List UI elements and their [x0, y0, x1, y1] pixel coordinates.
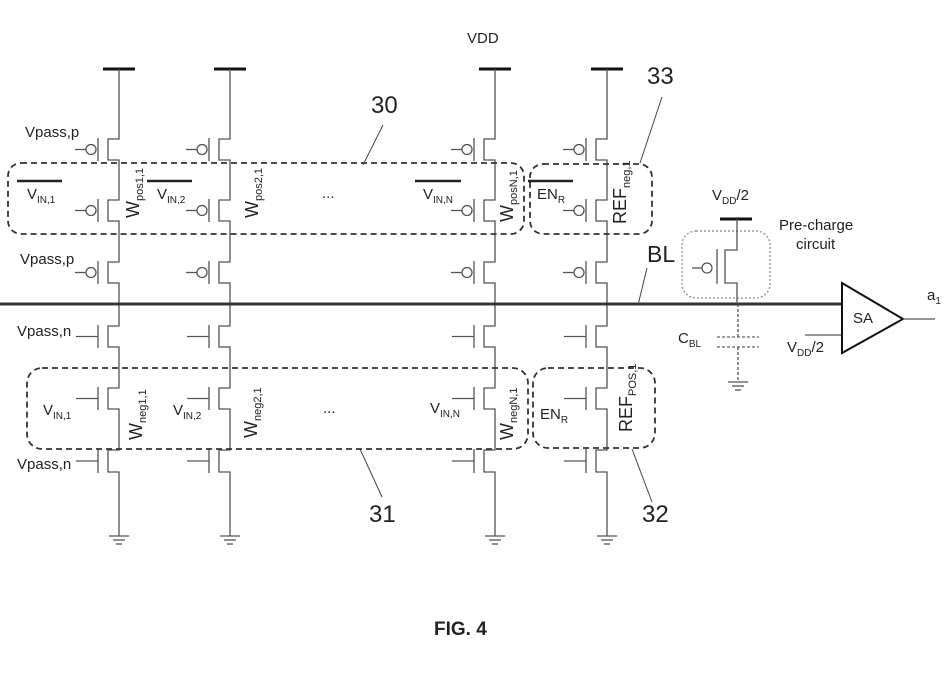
sense-amplifier-icon — [841, 281, 906, 355]
leader-line-30 — [362, 124, 384, 166]
label-main: a — [927, 287, 936, 304]
label-sub: R — [558, 195, 565, 206]
leader-line-33 — [639, 96, 663, 164]
vpass-p-label-mid: Vpass,p — [20, 251, 74, 268]
label-sub: POS,1 — [627, 364, 639, 396]
label-main: EN — [537, 186, 558, 203]
label-sub: R — [561, 415, 568, 426]
bit-line-capacitance-label: CBL — [678, 330, 702, 350]
positive-weight-array-box — [7, 162, 525, 235]
sense-amp-reference-label: VDD/2 — [787, 339, 824, 359]
label-sub: IN,N — [440, 409, 460, 420]
neg-weight-label-2: Wneg2,1 — [241, 387, 264, 438]
label-main: W — [497, 423, 517, 440]
label-main: V — [423, 186, 433, 203]
pos-weight-label-n: WposN,1 — [497, 170, 520, 222]
sense-amp-output-label: a1 — [927, 287, 941, 307]
leader-line-bl — [637, 267, 648, 306]
neg-weight-label-n: WnegN,1 — [497, 388, 520, 440]
label-suffix: /2 — [736, 187, 749, 204]
precharge-transistor-channel — [724, 219, 738, 304]
pos-input-label-n: VIN,N — [423, 186, 453, 206]
pos-weight-label-1: Wpos1,1 — [123, 168, 146, 218]
label-sub: negN,1 — [508, 388, 520, 423]
label-main: REF — [616, 396, 636, 432]
precharge-circuit-box — [681, 230, 771, 299]
label-main: V — [27, 186, 37, 203]
ref-numeral-32: 32 — [642, 501, 669, 528]
label-main: W — [241, 421, 261, 438]
neg-ref-weight-label: REFneg,1 — [610, 160, 633, 224]
label-main: V — [157, 186, 167, 203]
precharge-label-line2: circuit — [796, 236, 836, 253]
label-main: V — [712, 187, 722, 204]
leader-line-32 — [631, 448, 653, 503]
label-sub: BL — [689, 339, 702, 350]
label-main: REF — [610, 188, 630, 224]
label-sub: 1 — [935, 296, 941, 307]
label-main: V — [43, 402, 53, 419]
neg-input-label-n: VIN,N — [430, 400, 460, 420]
label-sub: neg2,1 — [252, 387, 264, 421]
label-main: C — [678, 330, 689, 347]
label-main: V — [787, 339, 797, 356]
neg-input-label-2: VIN,2 — [173, 402, 202, 422]
bit-line-label: BL — [647, 241, 675, 267]
sense-amp-label: SA — [853, 310, 873, 327]
precharge-label-line1: Pre-charge — [779, 217, 853, 234]
capacitor-ground-icon — [728, 381, 748, 391]
neg-array-ellipsis: ... — [323, 400, 336, 417]
label-main: W — [123, 201, 143, 218]
leader-line-31 — [359, 448, 383, 498]
figure-caption: FIG. 4 — [434, 619, 487, 640]
pos-ref-weight-label: REFPOS,1 — [616, 364, 639, 432]
label-main: W — [126, 423, 146, 440]
label-sub: pos2,1 — [253, 168, 265, 201]
neg-input-label-1: VIN,1 — [43, 402, 72, 422]
label-sub: neg1,1 — [137, 389, 149, 423]
neg-ref-enable-label: ENR — [540, 406, 568, 426]
vpass-n-label-mid: Vpass,n — [17, 323, 71, 340]
pos-ref-enable-label: ENR — [537, 186, 565, 206]
precharge-supply-label: VDD/2 — [712, 187, 749, 207]
negative-weight-array-box — [26, 367, 529, 450]
label-main: W — [242, 201, 262, 218]
pos-input-label-2: VIN,2 — [157, 186, 186, 206]
label-sub: IN,N — [433, 195, 453, 206]
ref-numeral-33: 33 — [647, 63, 674, 90]
ref-numeral-31: 31 — [369, 501, 396, 528]
label-sub: IN,1 — [53, 411, 72, 422]
label-sub: pos1,1 — [134, 168, 146, 201]
column-ref — [563, 67, 623, 545]
vpass-n-label-bottom: Vpass,n — [17, 456, 71, 473]
label-sub: IN,2 — [167, 195, 186, 206]
pos-weight-label-2: Wpos2,1 — [242, 168, 265, 218]
ground-icon — [220, 535, 240, 545]
label-main: V — [430, 400, 440, 417]
label-sub: neg,1 — [621, 160, 633, 188]
label-suffix: /2 — [811, 339, 824, 356]
label-main: W — [497, 205, 517, 222]
ref-numeral-30: 30 — [371, 92, 398, 119]
vpass-p-label-top: Vpass,p — [25, 124, 79, 141]
pos-array-ellipsis: ... — [322, 185, 335, 202]
ground-icon — [485, 535, 505, 545]
ground-icon — [597, 535, 617, 545]
ground-icon — [109, 535, 129, 545]
label-sub: IN,1 — [37, 195, 56, 206]
label-sub: DD — [722, 196, 736, 207]
label-sub: IN,2 — [183, 411, 202, 422]
pos-input-label-1: VIN,1 — [27, 186, 56, 206]
label-sub: DD — [797, 348, 811, 359]
label-main: V — [173, 402, 183, 419]
neg-weight-label-1: Wneg1,1 — [126, 389, 149, 440]
label-sub: posN,1 — [508, 170, 520, 205]
vdd-label: VDD — [467, 30, 499, 47]
positive-reference-box — [532, 367, 656, 449]
label-main: EN — [540, 406, 561, 423]
